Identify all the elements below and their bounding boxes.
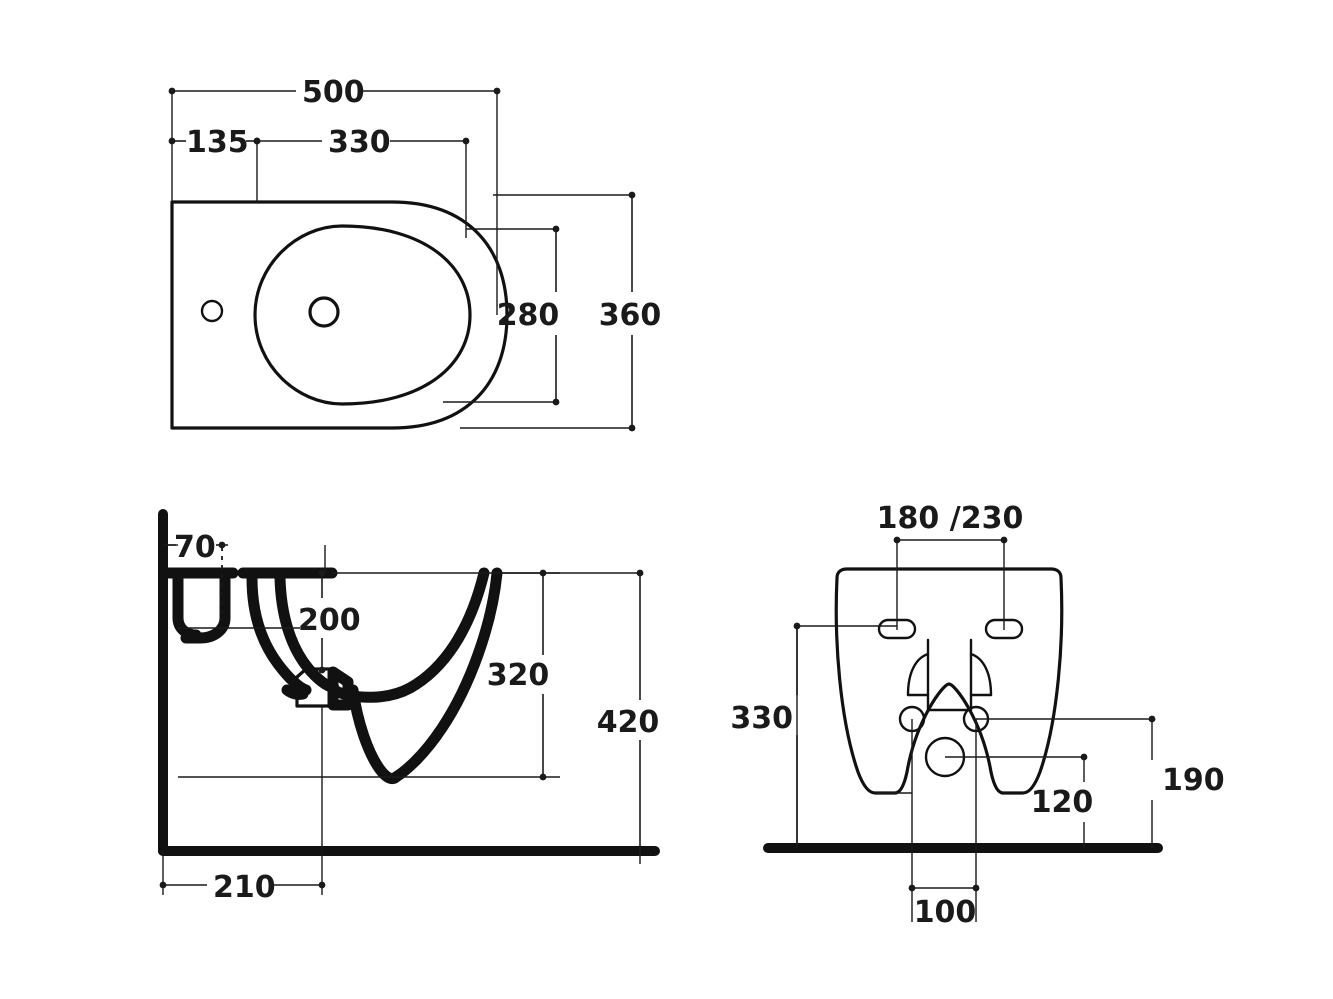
- dimension-top-280: 280: [497, 225, 560, 406]
- dimension-label-side-200: 200: [298, 603, 361, 638]
- top-view-body-outline: [170, 200, 509, 430]
- dimension-rear-180-230: 180 /230: [877, 501, 1024, 544]
- dimension-label-side-210: 210: [213, 870, 276, 905]
- dimension-label-top-135: 135: [186, 125, 249, 160]
- rear-view-group: 180 /230 330 190 120: [730, 501, 1224, 930]
- dimension-side-420: 420: [597, 569, 660, 851]
- dimension-top-500: 500: [168, 75, 501, 110]
- dimension-label-rear-100: 100: [914, 895, 977, 930]
- rear-view-inlet-tongue: [906, 638, 993, 712]
- top-view-bowl-oval: [253, 224, 472, 406]
- dimension-side-200: 200: [298, 569, 361, 674]
- dimension-side-320: 320: [487, 569, 550, 781]
- top-view-tap-hole: [200, 299, 224, 323]
- rear-view-body-outline: [834, 567, 1064, 795]
- dimension-top-330: 330: [253, 125, 470, 160]
- side-view-extension-lines: [162, 544, 641, 895]
- dimension-label-top-500: 500: [302, 75, 365, 110]
- top-view-extension-lines: [171, 88, 632, 429]
- dimension-label-top-280: 280: [497, 298, 560, 333]
- dimension-label-side-320: 320: [487, 658, 550, 693]
- dimension-label-top-360: 360: [599, 298, 662, 333]
- dimension-rear-100: 100: [908, 884, 980, 930]
- side-view-group: 70 200 320: [158, 509, 660, 905]
- dimension-label-rear-190: 190: [1162, 763, 1225, 798]
- dimension-label-top-330: 330: [328, 125, 391, 160]
- dimension-rear-120: 120: [1031, 753, 1094, 820]
- side-view-body-outline: [162, 567, 503, 785]
- dimension-top-135: 135: [168, 125, 261, 160]
- dimension-label-side-70: 70: [174, 530, 216, 565]
- dimension-rear-330: 330: [730, 622, 801, 848]
- top-view-drain-hole: [308, 296, 340, 328]
- dimension-label-rear-180-230: 180 /230: [877, 501, 1024, 536]
- dimension-label-rear-120: 120: [1031, 785, 1094, 820]
- dimension-top-360: 360: [599, 191, 662, 432]
- dimension-side-210: 210: [159, 870, 326, 905]
- dimension-side-70: 70: [163, 530, 228, 565]
- dimension-label-side-420: 420: [597, 705, 660, 740]
- top-view-group: 500 135 330: [168, 75, 662, 432]
- dimension-rear-190: 190: [1148, 715, 1225, 798]
- dimension-label-rear-330: 330: [730, 701, 793, 736]
